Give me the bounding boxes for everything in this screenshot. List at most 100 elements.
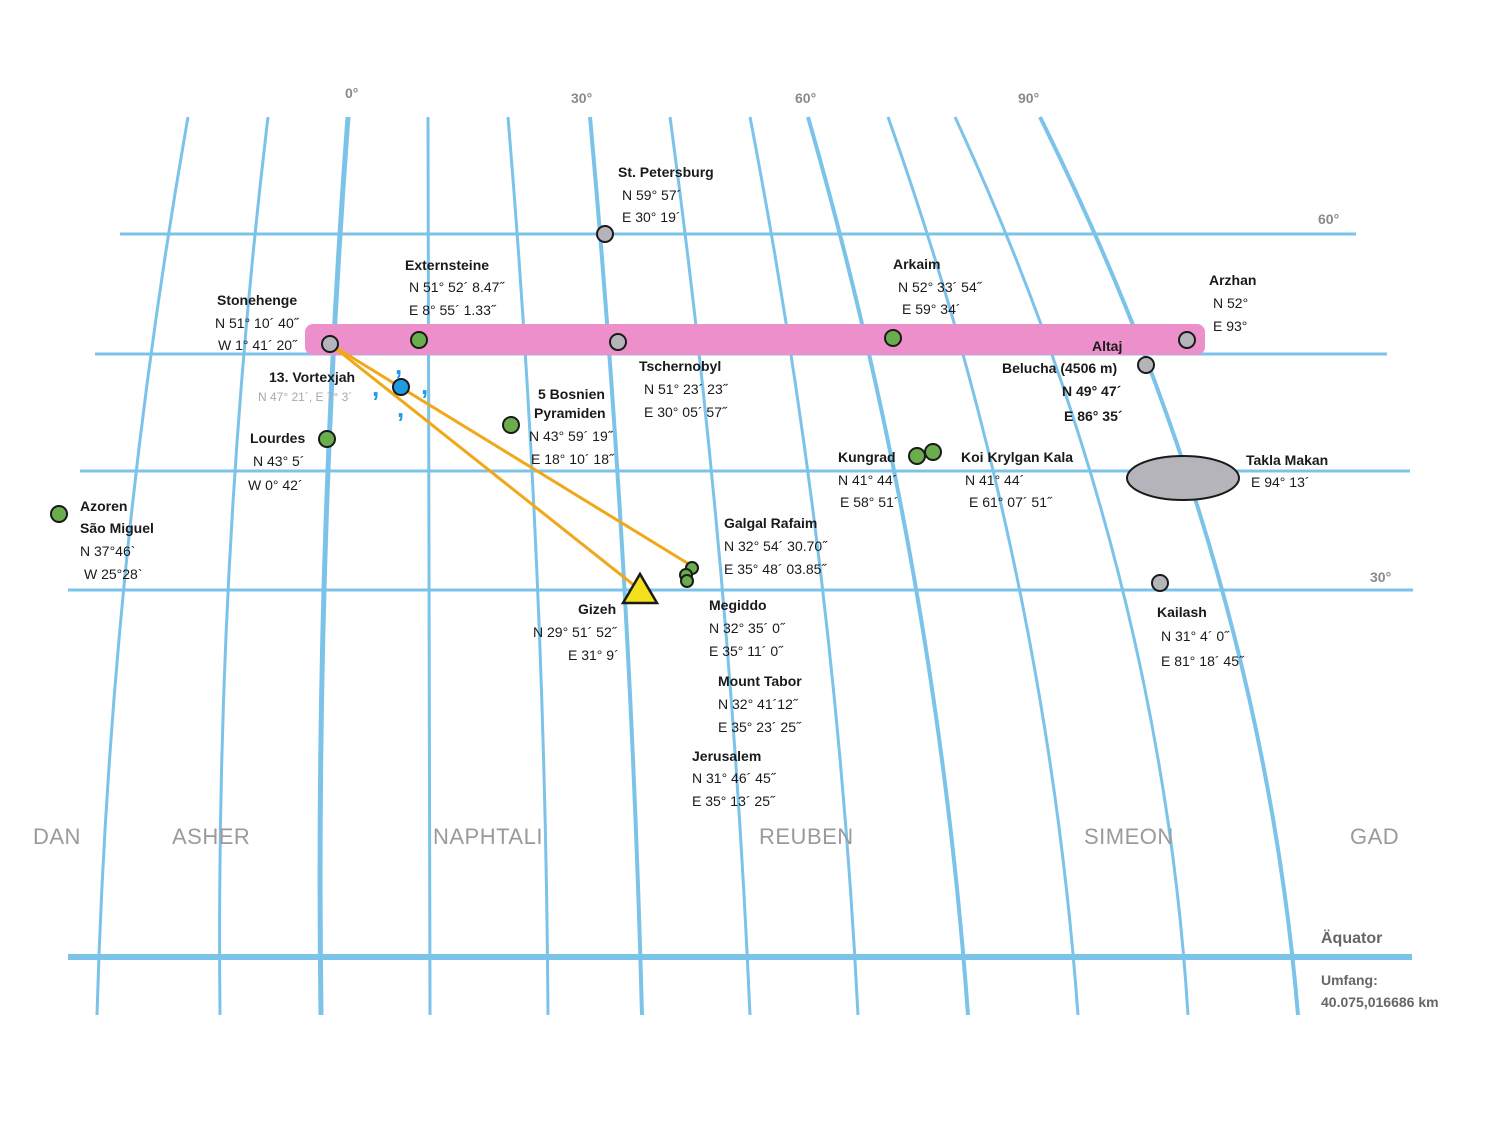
stonehenge-marker[interactable]	[321, 335, 339, 353]
megiddo-lon: E 35° 11´ 0˝	[709, 643, 784, 659]
arkaim-name: Arkaim	[893, 256, 940, 272]
tschernobyl-lon: E 30° 05´ 57˝	[644, 404, 728, 420]
alignment-lines	[329, 342, 693, 592]
st-petersburg-name: St. Petersburg	[618, 164, 714, 180]
vortexjah-name: 13. Vortexjah	[269, 369, 355, 385]
tschernobyl-lat: N 51° 23´ 23˝	[644, 381, 729, 397]
meridian	[426, 116, 432, 1016]
lourdes-lon: W 0° 42´	[248, 477, 303, 493]
tick-0: 0°	[345, 85, 358, 101]
stonehenge-lat: N 51° 10´ 40˝	[215, 315, 300, 331]
koi-krylgan-name: Koi Krylgan Kala	[961, 449, 1073, 465]
belucha-lat: N 49° 47´	[1062, 383, 1122, 399]
tick-lat-60: 60°	[1318, 211, 1339, 227]
koi-krylgan-lon: E 61° 07´ 51˝	[969, 494, 1053, 510]
gizeh-name: Gizeh	[578, 601, 616, 617]
kungrad-lon: E 58° 51´	[840, 494, 899, 510]
bosnien-lat: N 43° 59´ 19˝	[529, 428, 614, 444]
arzhan-lon: E 93°	[1213, 318, 1247, 334]
vortexjah-coords: N 47° 21´, E 7° 3´	[258, 390, 352, 404]
longitude-ticks: 0° 30° 60° 90°	[345, 85, 1039, 106]
meridian	[95, 116, 190, 1016]
tribe-dan: DAN	[33, 824, 81, 849]
kungrad-name: Kungrad	[838, 449, 896, 465]
site-markers	[50, 225, 1196, 605]
tick-lat-30: 30°	[1370, 569, 1391, 585]
azoren-lat: N 37°46`	[80, 543, 135, 559]
takla-makan-name: Takla Makan	[1246, 452, 1328, 468]
tschernobyl-marker[interactable]	[609, 333, 627, 351]
kungrad-lat: N 41° 44´	[838, 472, 897, 488]
equator-label: Äquator	[1321, 929, 1382, 947]
azoren-name-line2: São Miguel	[80, 520, 154, 536]
belucha-name: Belucha (4506 m)	[1002, 360, 1117, 376]
jerusalem-lon: E 35° 13´ 25˝	[692, 793, 776, 809]
kailash-marker[interactable]	[1151, 574, 1169, 592]
bosnien-lon: E 18° 10´ 18˝	[531, 451, 615, 467]
takla-makan-marker	[1126, 455, 1240, 501]
belucha-marker[interactable]	[1137, 356, 1155, 374]
externsteine-name: Externsteine	[405, 257, 489, 273]
arkaim-lon: E 59° 34´	[902, 301, 961, 317]
latitude-ticks: 60° 30°	[1318, 211, 1391, 585]
meridian	[668, 116, 752, 1016]
lourdes-name: Lourdes	[250, 430, 305, 446]
alignment-line-galgal	[329, 342, 693, 568]
mount-tabor-lat: N 32° 41´12˝	[718, 696, 799, 712]
tribe-gad: GAD	[1350, 824, 1399, 849]
circumference-label: Umfang:	[1321, 972, 1378, 988]
vortexjah-marker[interactable]	[392, 378, 410, 396]
alignment-line-gizeh	[329, 342, 641, 592]
arkaim-marker[interactable]	[884, 329, 902, 347]
stonehenge-name: Stonehenge	[217, 292, 297, 308]
tick-60: 60°	[795, 90, 816, 106]
belucha-lon: E 86° 35´	[1064, 408, 1123, 424]
tribe-labels: DAN ASHER NAPHTALI REUBEN SIMEON GAD	[33, 824, 1399, 849]
bosnien-name-line1: 5 Bosnien	[538, 386, 605, 402]
bosnien-marker[interactable]	[502, 416, 520, 434]
externsteine-lat: N 51° 52´ 8.47˝	[409, 279, 505, 295]
megiddo-lat: N 32° 35´ 0˝	[709, 620, 786, 636]
azoren-marker[interactable]	[50, 505, 68, 523]
st-petersburg-marker[interactable]	[596, 225, 614, 243]
koi-krylgan-marker[interactable]	[924, 443, 942, 461]
arzhan-marker[interactable]	[1178, 331, 1196, 349]
vortex-mark: ,	[372, 372, 379, 402]
mount-tabor-lon: E 35° 23´ 25˝	[718, 719, 802, 735]
meridian	[218, 116, 270, 1016]
st-petersburg-lon: E 30° 19´	[622, 209, 681, 225]
altaj-name: Altaj	[1092, 338, 1122, 354]
gizeh-pyramid-marker[interactable]	[620, 571, 660, 605]
arkaim-lat: N 52° 33´ 54˝	[898, 279, 983, 295]
megiddo-marker[interactable]	[680, 574, 694, 588]
tribe-naphtali: NAPHTALI	[433, 824, 543, 849]
site-labels: St. Petersburg N 59° 57´ E 30° 19´ Exter…	[80, 164, 1328, 809]
tschernobyl-name: Tschernobyl	[639, 358, 721, 374]
azoren-name-line1: Azoren	[80, 498, 127, 514]
vortex-mark: ,	[395, 350, 402, 380]
longitude-lines	[95, 116, 1300, 1016]
megiddo-name: Megiddo	[709, 597, 767, 613]
arzhan-lat: N 52°	[1213, 295, 1248, 311]
circumference-value: 40.075,016686 km	[1321, 994, 1439, 1010]
vortex-marks: , , , ,	[372, 350, 428, 423]
externsteine-lon: E 8° 55´ 1.33˝	[409, 302, 497, 318]
mount-tabor-name: Mount Tabor	[718, 673, 802, 689]
kailash-lat: N 31° 4´ 0˝	[1161, 628, 1230, 644]
tribe-asher: ASHER	[172, 824, 250, 849]
gizeh-lat: N 29° 51´ 52˝	[533, 624, 618, 640]
meridian	[953, 116, 1190, 1016]
latitude-band	[305, 324, 1205, 355]
vortex-mark: ,	[397, 393, 404, 423]
kailash-lon: E 81° 18´ 45˝	[1161, 653, 1245, 669]
kungrad-marker[interactable]	[908, 447, 926, 465]
lourdes-marker[interactable]	[318, 430, 336, 448]
st-petersburg-lat: N 59° 57´	[622, 187, 681, 203]
takla-makan-lon: E 94° 13´	[1251, 474, 1310, 490]
galgal-rafaim-lon: E 35° 48´ 03.85˝	[724, 561, 827, 577]
koi-krylgan-lat: N 41° 44´	[965, 472, 1024, 488]
tick-90: 90°	[1018, 90, 1039, 106]
arzhan-name: Arzhan	[1209, 272, 1256, 288]
externsteine-marker[interactable]	[410, 331, 428, 349]
